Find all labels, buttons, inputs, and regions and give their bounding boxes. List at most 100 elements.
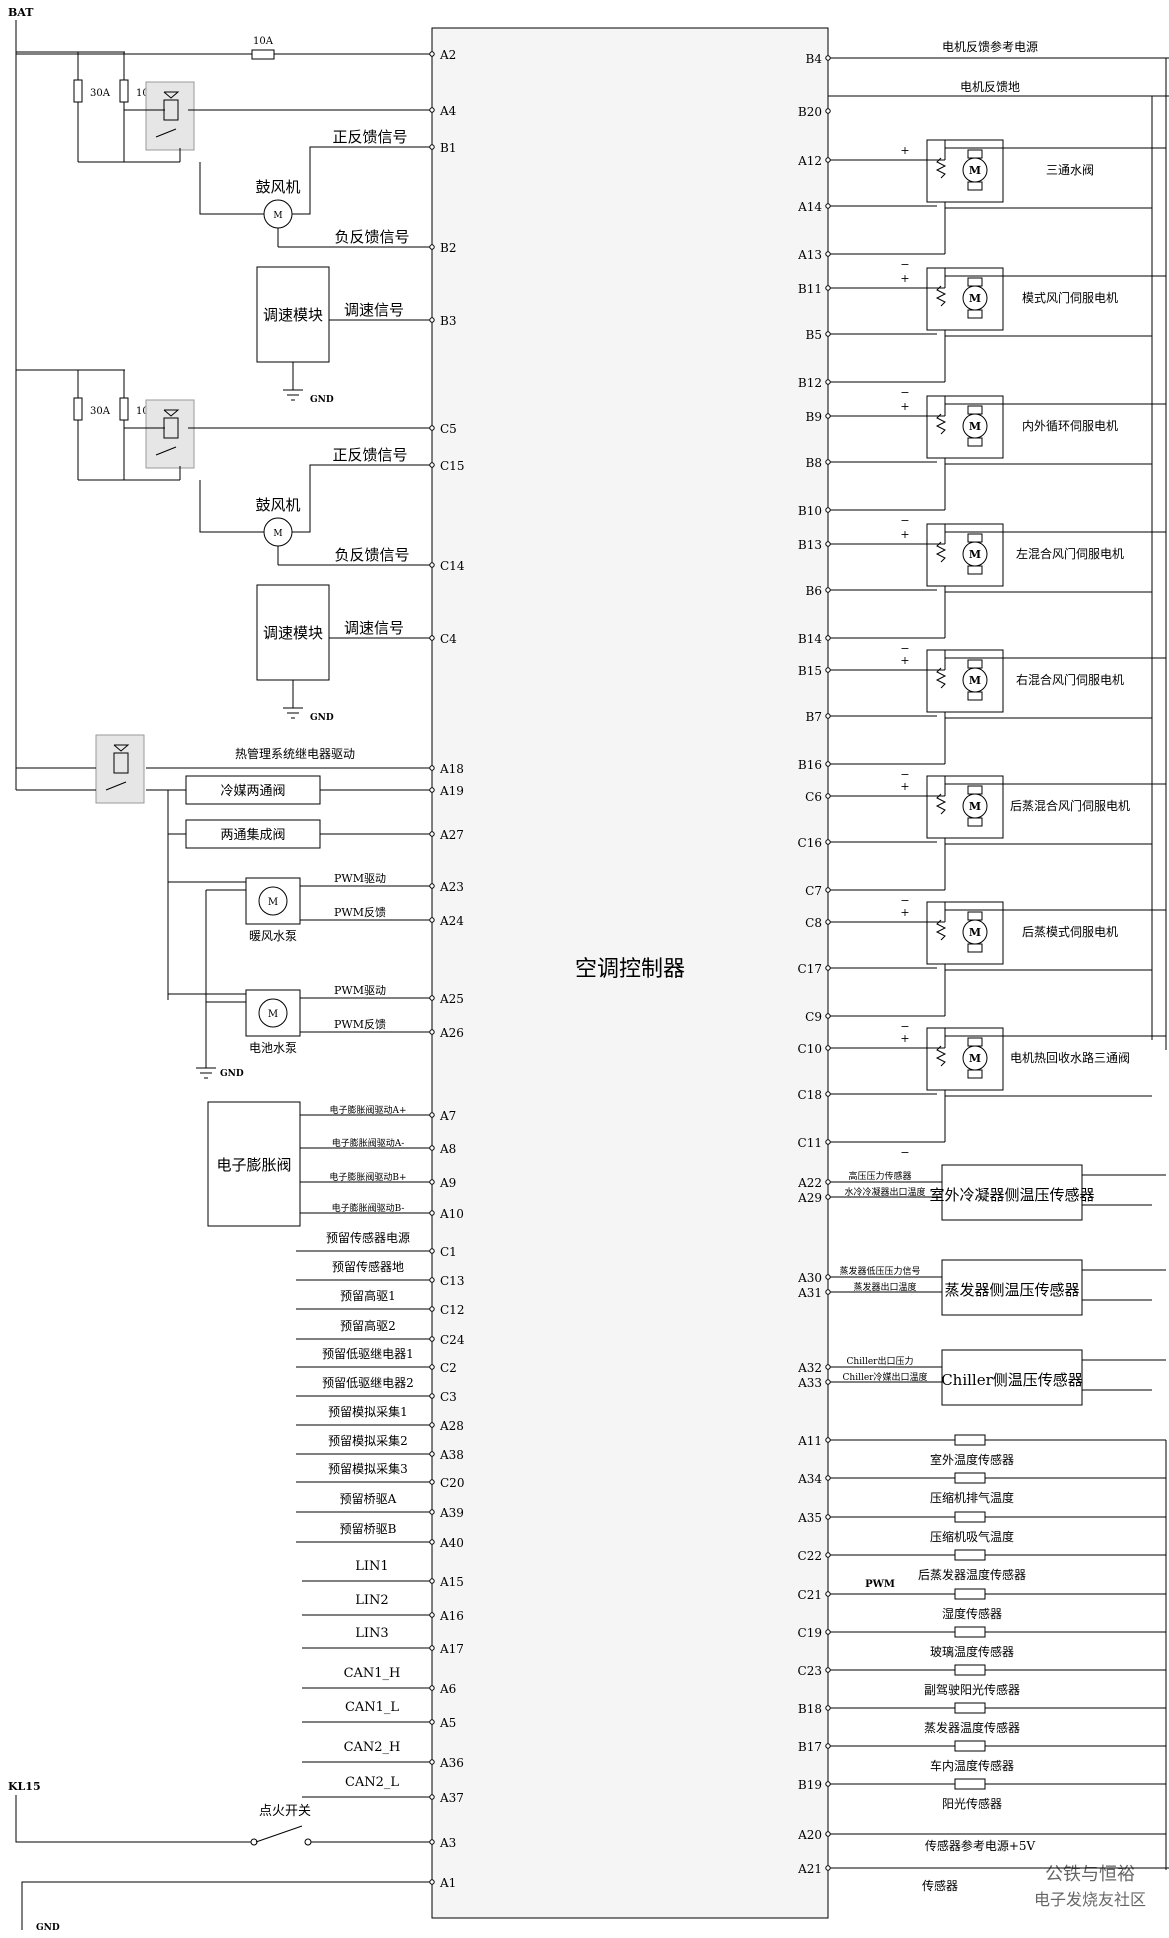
- thermal-relay: [95, 734, 145, 804]
- pin-dot: [429, 562, 435, 568]
- fuse-30a: [73, 79, 83, 103]
- motor-mark: M: [969, 548, 981, 561]
- bus-label: LIN2: [355, 1593, 388, 1608]
- potentiometer: [935, 541, 947, 563]
- relay-body: [145, 399, 195, 469]
- pin-dot: [825, 1591, 831, 1597]
- pin-dot: [429, 1879, 435, 1885]
- pin-label: A8: [439, 1142, 456, 1156]
- potentiometer: [935, 793, 947, 815]
- pin-dot: [429, 1451, 435, 1457]
- pos-feedback-label: 正反馈信号: [332, 446, 407, 464]
- pin-label: A5: [439, 1716, 456, 1730]
- ignition-switch: [255, 1825, 303, 1843]
- pin-dot: [825, 1379, 831, 1385]
- plus-mark: +: [900, 906, 909, 919]
- pin-dot: [825, 1139, 831, 1145]
- pin-dot: [429, 1839, 435, 1845]
- pin-dot: [429, 883, 435, 889]
- reserved-label: 预留低驱继电器2: [322, 1376, 414, 1390]
- exv-signal-label: 电子膨胀阀驱动B-: [332, 1202, 405, 1214]
- pump-feedback-label: PWM反馈: [334, 906, 386, 919]
- pin-label: A34: [797, 1472, 822, 1486]
- controller-title: 空调控制器: [575, 957, 685, 982]
- temp-sensor-name: 副驾驶阳光传感器: [924, 1682, 1020, 1697]
- pin-label: C21: [798, 1588, 822, 1602]
- pin-dot: [429, 462, 435, 468]
- pin-label: A14: [797, 200, 822, 214]
- pin-dot: [429, 1145, 435, 1151]
- potentiometer: [935, 413, 947, 435]
- wire: [199, 480, 264, 533]
- fuse-10a: [119, 79, 129, 103]
- temp-sensor-name: 后蒸发器温度传感器: [918, 1567, 1026, 1582]
- pin-label: A35: [797, 1511, 822, 1525]
- pt-sensor-box: [941, 1349, 1083, 1406]
- pin-dot: [825, 507, 831, 513]
- pin-dot: [825, 1781, 831, 1787]
- pin-label: A31: [797, 1286, 822, 1300]
- pin-dot: [429, 1306, 435, 1312]
- pin-dot: [429, 1794, 435, 1800]
- pin-label: A32: [797, 1361, 822, 1375]
- plus-mark: +: [900, 654, 909, 667]
- motor-terminal: [967, 181, 983, 191]
- temp-sensor-resistor: [954, 1664, 986, 1676]
- pin-label: B8: [806, 456, 822, 470]
- motor-terminal: [967, 309, 983, 319]
- minus-mark: −: [900, 894, 909, 907]
- bus-label: CAN1_H: [344, 1666, 401, 1681]
- pin-label: B17: [798, 1740, 822, 1754]
- relay-contact: [155, 128, 177, 138]
- pin-dot: [429, 1479, 435, 1485]
- pin-label: A25: [439, 992, 464, 1006]
- motor-terminal: [967, 1069, 983, 1079]
- neg-feedback-label: 负反馈信号: [334, 228, 409, 246]
- motor-mark: M: [969, 420, 981, 433]
- reserved-label: 预留高驱2: [340, 1318, 396, 1333]
- pin-label: A39: [439, 1506, 464, 1520]
- pin-label: C2: [440, 1361, 457, 1375]
- temp-sensor-name: 湿度传感器: [942, 1606, 1002, 1621]
- valve-box: [185, 819, 321, 849]
- pin-label: B19: [798, 1778, 822, 1792]
- exv-signal-label: 电子膨胀阀驱动A+: [329, 1104, 406, 1116]
- neg-feedback-label: 负反馈信号: [334, 546, 409, 564]
- pin-label: A10: [439, 1207, 464, 1221]
- pin-dot: [429, 1719, 435, 1725]
- pin-label: A26: [439, 1026, 464, 1040]
- pin-label: B6: [806, 584, 822, 598]
- pin-label: C19: [798, 1626, 822, 1640]
- pin-label: C1: [440, 1245, 457, 1259]
- pin-dot: [429, 1539, 435, 1545]
- pin-label: B18: [798, 1702, 822, 1716]
- pin-label: B15: [798, 664, 822, 678]
- pin-dot: [825, 713, 831, 719]
- potentiometer: [935, 1045, 947, 1067]
- pin-label: B13: [798, 538, 822, 552]
- pwm-label: PWM: [865, 1579, 895, 1590]
- pin-dot: [429, 1210, 435, 1216]
- motor-terminal: [967, 785, 983, 795]
- pin-label: A13: [797, 248, 822, 262]
- temp-sensor-resistor: [954, 1778, 986, 1790]
- potentiometer: [935, 667, 947, 689]
- pin-label: A4: [439, 104, 457, 118]
- bus-label: CAN1_L: [345, 1700, 399, 1715]
- pin-label: A17: [439, 1642, 464, 1656]
- pump-name: 暖风水泵: [249, 929, 297, 943]
- speed-signal-label: 调速信号: [344, 301, 404, 319]
- relay-coil: [113, 752, 129, 774]
- pin-label: A37: [439, 1791, 464, 1805]
- pin-dot: [825, 1179, 831, 1185]
- pin-dot: [825, 793, 831, 799]
- minus-mark: −: [900, 514, 909, 527]
- minus-mark: −: [900, 642, 909, 655]
- motor-terminal: [967, 659, 983, 669]
- motor-name: 电机热回收水路三通阀: [1010, 1050, 1130, 1065]
- pin-label: C24: [440, 1333, 465, 1347]
- relay-body: [95, 734, 145, 804]
- pin-dot: [429, 635, 435, 641]
- motor-terminal: [967, 277, 983, 287]
